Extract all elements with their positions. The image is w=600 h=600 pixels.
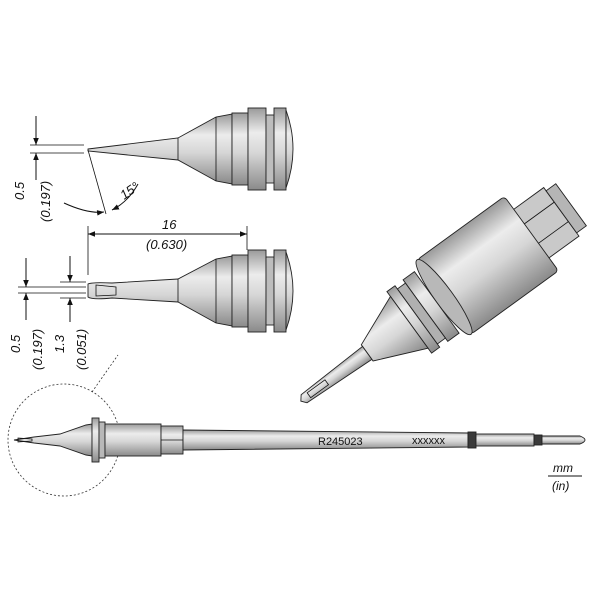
cartridge-body: [104, 423, 162, 457]
cartridge-full-view: R245023 xxxxxx: [7, 354, 586, 497]
length-mm: 16: [162, 217, 177, 232]
top-tip-flange-1: [247, 107, 267, 191]
cartridge-groove: [98, 421, 106, 459]
cartridge-rear-band: [533, 434, 543, 446]
top-tip-groove: [265, 114, 275, 184]
cartridge-tip: [13, 423, 93, 457]
iso-blade: [300, 345, 373, 404]
unit-in: (in): [552, 479, 569, 493]
cartridge-rear-shaft: [475, 433, 535, 447]
length-in: (0.630): [146, 237, 187, 252]
iso-cone: [360, 295, 429, 362]
middle-tip-groove: [265, 256, 275, 326]
top-tip-width-mm: 0.5: [12, 181, 27, 200]
blade-width-mm: 1.3: [52, 334, 67, 353]
angle-leg: [87, 149, 107, 215]
iso-blade-slot: [306, 379, 330, 399]
angle-arrow: [111, 183, 139, 211]
middle-tip-end-cap: [285, 251, 294, 331]
top-tip-taper: [87, 113, 233, 185]
top-tip-width-in: (0.197): [38, 181, 53, 222]
middle-tip-taper: [87, 255, 233, 327]
middle-tip-view: 16 (0.630) 0.5 (0.197) 1.3 (0.051): [8, 217, 294, 370]
batch-code: xxxxxx: [412, 435, 446, 447]
top-tip-collar: [231, 112, 249, 186]
top-tip-end-cap: [285, 109, 294, 189]
thickness-mm: 0.5: [8, 334, 23, 353]
middle-tip-flange-1: [247, 249, 267, 333]
unit-mm: mm: [553, 461, 573, 475]
isometric-view: [300, 183, 587, 404]
units-legend: mm (in): [548, 461, 582, 493]
middle-tip-blade: [95, 284, 117, 297]
middle-tip-flange-2: [273, 249, 287, 333]
cartridge-end: [541, 435, 586, 445]
part-number: R245023: [318, 436, 363, 448]
blade-width-in: (0.051): [74, 329, 89, 370]
top-tip-flange-2: [273, 107, 287, 191]
iso-rear-end: [545, 183, 587, 234]
top-tip-angle: 15°: [117, 179, 142, 203]
cartridge-band: [467, 431, 477, 449]
cartridge-flange: [91, 417, 100, 463]
middle-tip-collar: [231, 254, 249, 328]
top-tip-view: 0.5 (0.197) 15°: [12, 107, 294, 222]
thickness-in: (0.197): [30, 329, 45, 370]
angle-arrow: [63, 202, 105, 216]
detail-leader: [91, 354, 119, 393]
